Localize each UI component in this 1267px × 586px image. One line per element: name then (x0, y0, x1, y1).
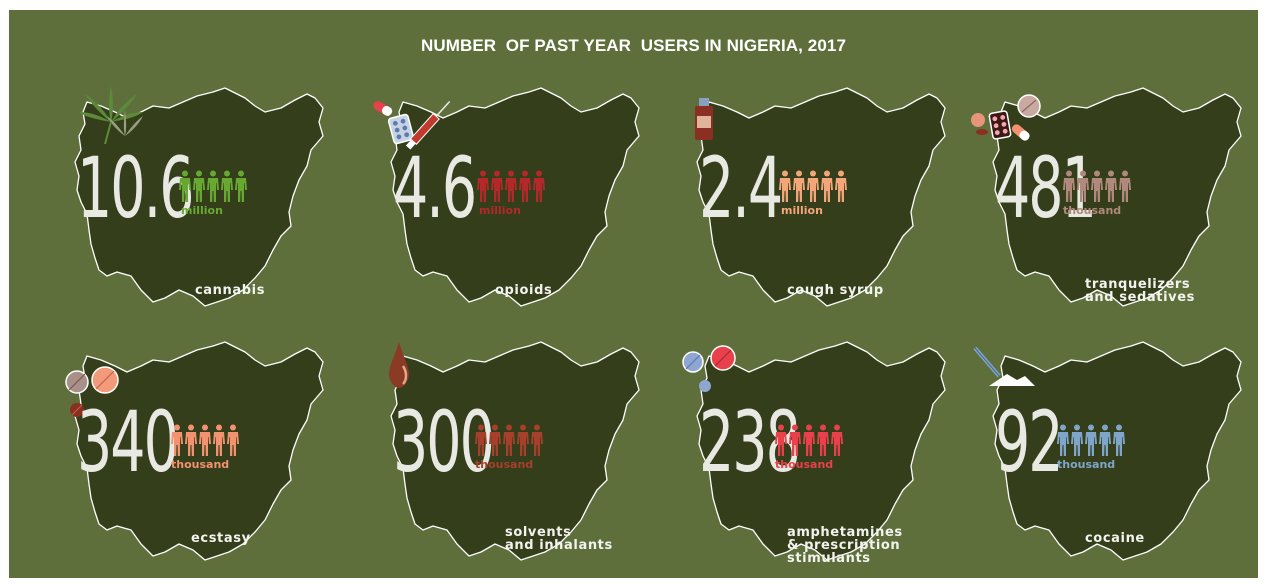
stat-unit: thousand (1063, 204, 1122, 217)
stat-number: 300 (393, 393, 495, 491)
stat-unit: thousand (475, 458, 534, 471)
ecstasy-pills-icon (65, 366, 119, 417)
person-icon (477, 170, 489, 202)
person-icon (831, 424, 843, 456)
people-icon-group (779, 170, 847, 202)
person-icon (533, 170, 545, 202)
nigeria-map (74, 87, 324, 307)
stat-card-ecstasy: 340 thousand ecstasy (29, 316, 329, 586)
person-icon (505, 170, 517, 202)
person-icon (475, 424, 487, 456)
stat-unit: thousand (775, 458, 834, 471)
person-icon (789, 424, 801, 456)
cocaine-powder-icon (973, 346, 1035, 386)
nigeria-map (696, 87, 946, 307)
person-icon (1071, 424, 1083, 456)
stat-number: 2.4 (699, 139, 783, 237)
person-icon (821, 170, 833, 202)
person-icon (171, 424, 183, 456)
people-icon-group (1063, 170, 1131, 202)
stat-unit: million (781, 204, 823, 217)
person-icon (1099, 424, 1111, 456)
person-icon (1077, 170, 1089, 202)
person-icon (775, 424, 787, 456)
stat-card-cocaine: 92 thousand cocaine (947, 316, 1247, 586)
stat-label: cannabis (195, 283, 266, 298)
person-icon (1057, 424, 1069, 456)
person-icon (779, 170, 791, 202)
pills-and-syringe-icon (373, 100, 451, 150)
people-icon-group (1057, 424, 1125, 456)
cannabis-leaf-icon (79, 86, 143, 145)
person-icon (213, 424, 225, 456)
person-icon (1113, 424, 1125, 456)
person-icon (817, 424, 829, 456)
person-icon (503, 424, 515, 456)
person-icon (793, 170, 805, 202)
person-icon (835, 170, 847, 202)
stat-unit: thousand (1057, 458, 1116, 471)
person-icon (807, 170, 819, 202)
person-icon (517, 424, 529, 456)
nigeria-map (390, 341, 640, 561)
stat-card-cannabis: 10.6 million cannabis (29, 62, 329, 332)
infographic-panel: NUMBER OF PAST YEAR USERS IN NIGERIA, 20… (9, 10, 1258, 578)
person-icon (1105, 170, 1117, 202)
stat-label: opioids (495, 283, 553, 298)
people-icon-group (179, 170, 247, 202)
person-icon (1063, 170, 1075, 202)
stat-label: cocaine (1085, 531, 1145, 546)
people-icon-group (477, 170, 545, 202)
stat-number: 4.6 (393, 139, 477, 237)
tranquilizer-pills-icon (971, 94, 1041, 141)
nigeria-map (390, 87, 640, 307)
stat-label: ecstasy (191, 531, 251, 546)
stat-unit: million (181, 204, 223, 217)
stat-unit: million (479, 204, 521, 217)
person-icon (221, 170, 233, 202)
person-icon (489, 424, 501, 456)
stat-number: 10.6 (77, 139, 195, 237)
person-icon (199, 424, 211, 456)
cough-syrup-bottle-icon (695, 98, 713, 140)
person-icon (207, 170, 219, 202)
solvent-drop-icon (389, 342, 409, 388)
stat-number: 92 (995, 393, 1064, 491)
person-icon (1091, 170, 1103, 202)
stat-number: 340 (77, 393, 179, 491)
stat-number: 481 (995, 139, 1097, 237)
people-icon-group (475, 424, 543, 456)
stat-label: cough syrup (787, 283, 884, 298)
person-icon (519, 170, 531, 202)
stat-card-cough-syrup: 2.4 million cough syrup (651, 62, 951, 332)
person-icon (193, 170, 205, 202)
person-icon (1119, 170, 1131, 202)
nigeria-map (992, 87, 1242, 307)
amphetamine-pills-icon (682, 345, 736, 392)
stat-unit: thousand (171, 458, 230, 471)
person-icon (803, 424, 815, 456)
person-icon (235, 170, 247, 202)
stat-card-opioids: 4.6 million opioids (345, 62, 645, 332)
person-icon (1085, 424, 1097, 456)
people-icon-group (775, 424, 843, 456)
infographic-title: NUMBER OF PAST YEAR USERS IN NIGERIA, 20… (420, 36, 847, 55)
nigeria-map (74, 341, 324, 561)
people-icon-group (171, 424, 239, 456)
person-icon (531, 424, 543, 456)
person-icon (179, 170, 191, 202)
person-icon (185, 424, 197, 456)
person-icon (227, 424, 239, 456)
person-icon (491, 170, 503, 202)
